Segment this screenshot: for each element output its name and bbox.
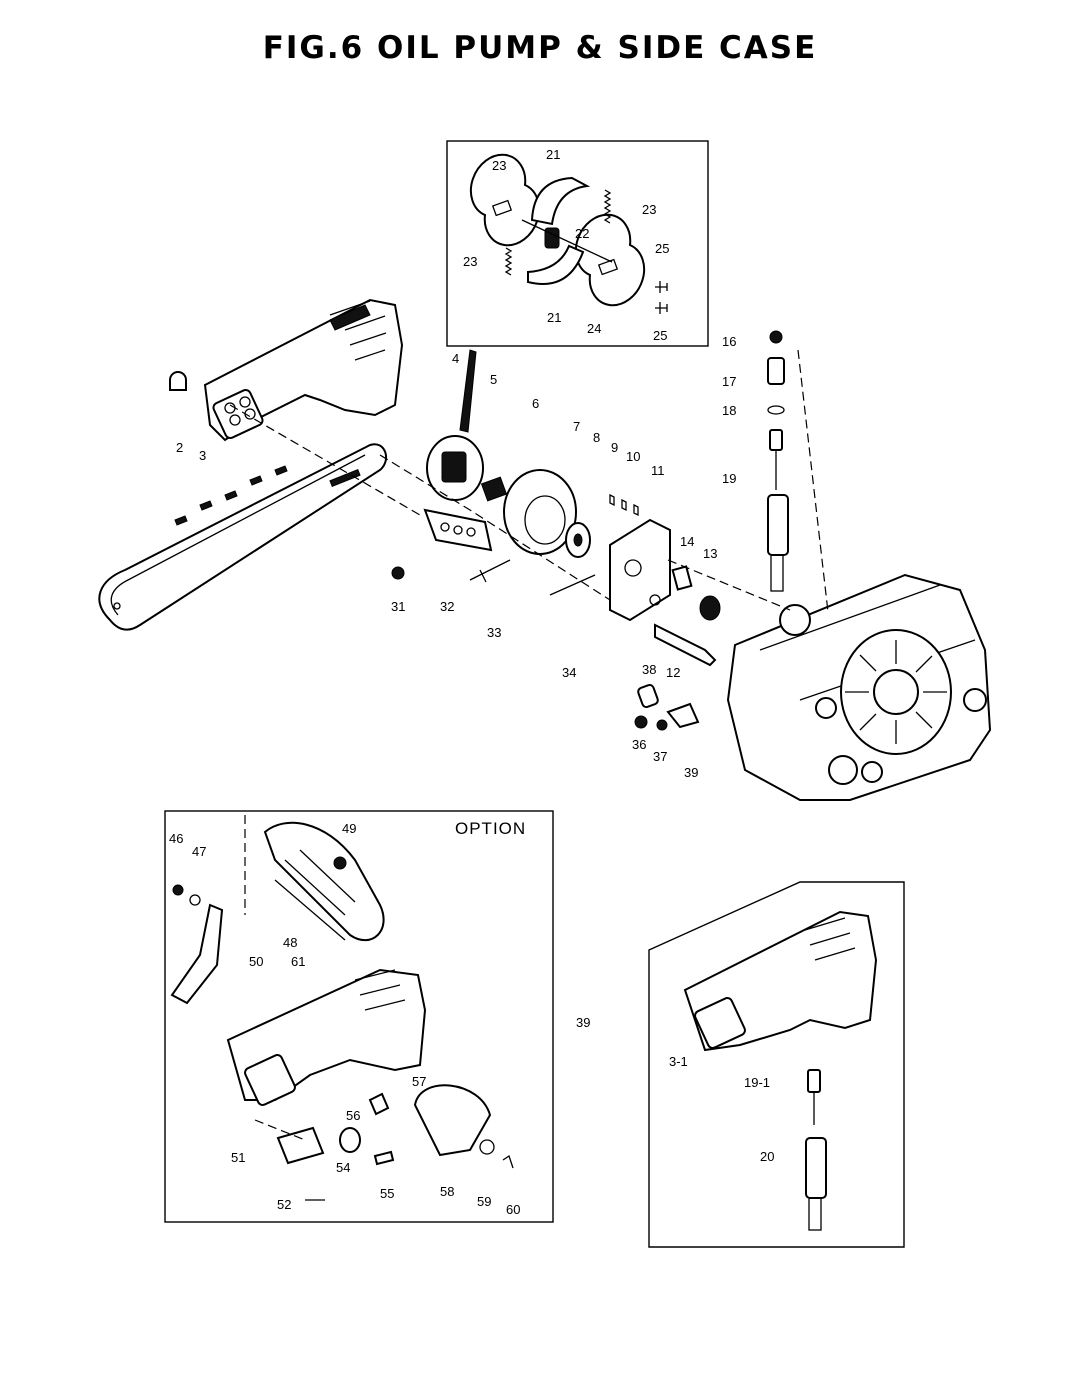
callout-11: 11 <box>651 463 665 478</box>
callout-3: 3 <box>199 448 206 463</box>
callout-25a: 25 <box>655 241 669 256</box>
callout-16: 16 <box>722 334 736 349</box>
callout-25b: 25 <box>653 328 667 343</box>
callout-8: 8 <box>593 430 600 445</box>
callout-36: 36 <box>632 737 646 752</box>
callout-21b: 21 <box>547 310 561 325</box>
callout-52: 51 <box>231 1150 245 1165</box>
callout-59: 59 <box>477 1194 491 1209</box>
callout-3-1: 3-1 <box>669 1054 688 1069</box>
callout-6: 6 <box>532 396 539 411</box>
callout-39: 39 <box>684 765 698 780</box>
callout-24b: 24 <box>587 321 601 336</box>
callout-50: 49 <box>342 821 356 836</box>
clutch-shoe-bottom <box>527 244 585 285</box>
callout-47: 46 <box>169 831 183 846</box>
oil-pump-group <box>609 493 721 667</box>
callout-37: 37 <box>653 749 667 764</box>
crankcase <box>667 349 992 801</box>
clutch-plate-left <box>469 153 541 247</box>
callout-23a: 23 <box>642 202 656 217</box>
callout-48: 47 <box>192 844 206 859</box>
callout-7: 7 <box>573 419 580 434</box>
spring-left <box>504 247 513 276</box>
callout-55: 55 <box>380 1186 394 1201</box>
guide-bar-and-chain <box>98 443 388 631</box>
callout-10: 10 <box>626 449 640 464</box>
clutch-plate-right <box>574 213 646 307</box>
callout-19: 19 <box>722 471 736 486</box>
callout-5: 5 <box>490 372 497 387</box>
callout-57: 57 <box>412 1074 426 1089</box>
callout-60: 60 <box>506 1202 520 1217</box>
oil-parts-column <box>767 330 789 592</box>
callout-56: 56 <box>346 1108 360 1123</box>
small-parts <box>634 683 700 731</box>
callout-24a: 23 <box>492 158 506 173</box>
callout-38: 38 <box>642 662 656 677</box>
spring-top <box>603 189 612 224</box>
callout-21a: 21 <box>546 147 560 162</box>
side-case-upper <box>169 298 404 442</box>
callout-4: 4 <box>452 351 459 366</box>
callout-22: 22 <box>575 226 589 241</box>
bar-plate-and-bolts <box>229 404 611 601</box>
callout-2: 2 <box>176 440 183 455</box>
callout-61: 61 <box>291 954 305 969</box>
option-box: OPTION <box>164 810 554 1223</box>
callout-17: 17 <box>722 374 736 389</box>
callout-12: 12 <box>666 665 680 680</box>
callout-19-1: 19-1 <box>744 1075 770 1090</box>
callout-34: 34 <box>562 665 576 680</box>
callout-49: 48 <box>283 935 297 950</box>
callout-20: 20 <box>760 1149 774 1164</box>
callout-33: 33 <box>487 625 501 640</box>
callout-18: 18 <box>722 403 736 418</box>
callout-13: 13 <box>703 546 717 561</box>
callout-23b: 23 <box>463 254 477 269</box>
option-label: OPTION <box>455 819 526 838</box>
alternate-parts-box <box>648 881 905 1248</box>
callout-14: 14 <box>680 534 694 549</box>
callout-53: 52 <box>277 1197 291 1212</box>
callout-32: 32 <box>440 599 454 614</box>
callout-31: 31 <box>391 599 405 614</box>
callout-9: 9 <box>611 440 618 455</box>
clutch-shoe-top <box>530 176 591 226</box>
callout-51: 50 <box>249 954 263 969</box>
callout-46: 39 <box>576 1015 590 1030</box>
clutch-detail-box: 23 21 23 22 23 25 21 24 25 <box>446 140 709 347</box>
clutch-drum-group <box>426 349 591 558</box>
callout-54: 54 <box>336 1160 350 1175</box>
figure-title: FIG.6 OIL PUMP & SIDE CASE <box>262 30 818 66</box>
callout-58: 58 <box>440 1184 454 1199</box>
